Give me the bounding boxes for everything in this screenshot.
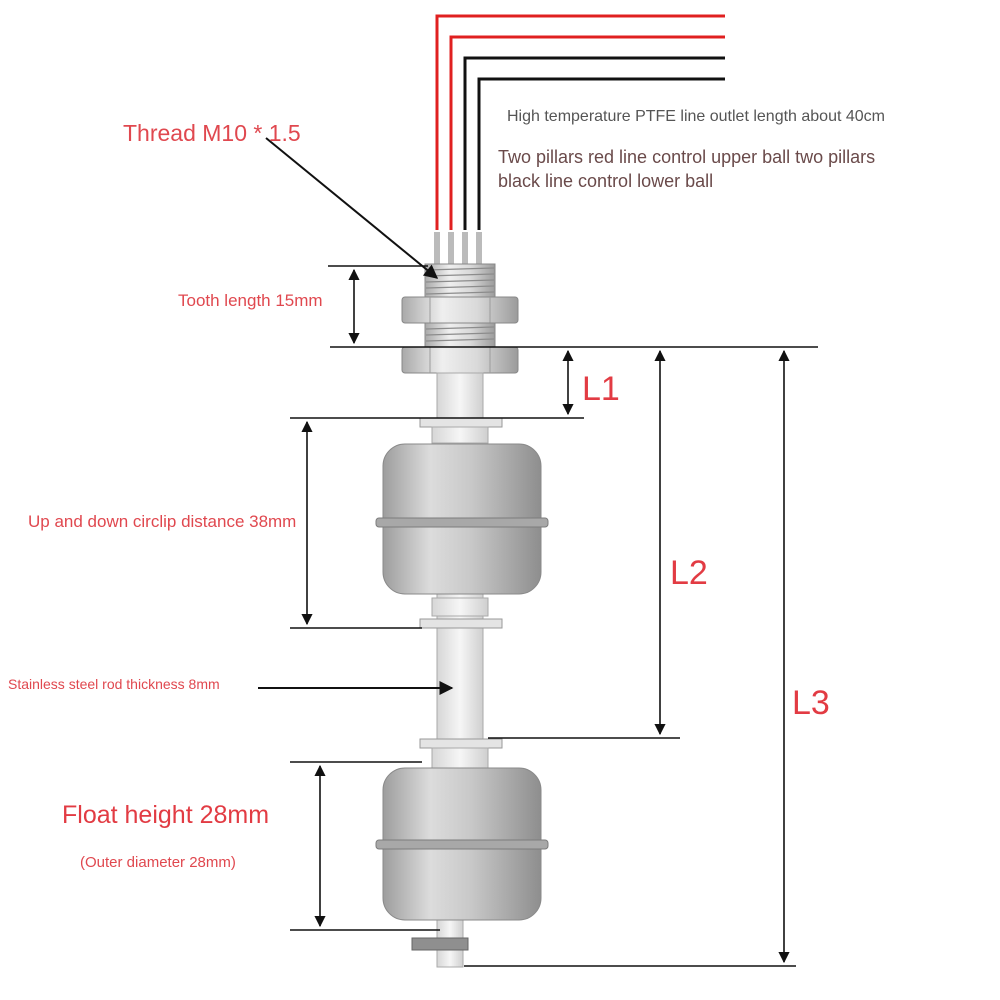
tooth-length-label: Tooth length 15mm [178,291,323,310]
lead-wires [432,14,725,268]
wire-black-1 [463,56,725,232]
wire-note-line2: black line control lower ball [498,171,714,191]
wire-sleeves [432,230,484,268]
circlip-distance-label: Up and down circlip distance 38mm [28,512,297,531]
l3-label: L3 [792,684,830,722]
wire-red-2 [449,35,725,232]
dimension-lines [290,265,818,967]
leader-arrows [258,137,454,695]
thread-label: Thread M10 * 1.5 [123,120,301,146]
wire-length-label: High temperature PTFE line outlet length… [507,108,885,125]
thread-leader [265,137,439,279]
float-height-label: Float height 28mm [62,801,270,829]
wire-black-2 [477,77,725,232]
l1-label: L1 [582,370,620,408]
upper-float [375,443,549,595]
upper-nut [401,296,519,324]
l2-label: L2 [670,554,708,592]
rod-thickness-label: Stainless steel rod thickness 8mm [8,676,220,692]
lower-nut [401,346,519,374]
lower-float [375,767,549,951]
wire-red-1 [435,14,725,232]
outer-diameter-label: (Outer diameter 28mm) [80,854,236,871]
wire-note-line1: Two pillars red line control upper ball … [498,147,876,167]
threaded-head [401,263,519,374]
circlips [419,417,503,769]
